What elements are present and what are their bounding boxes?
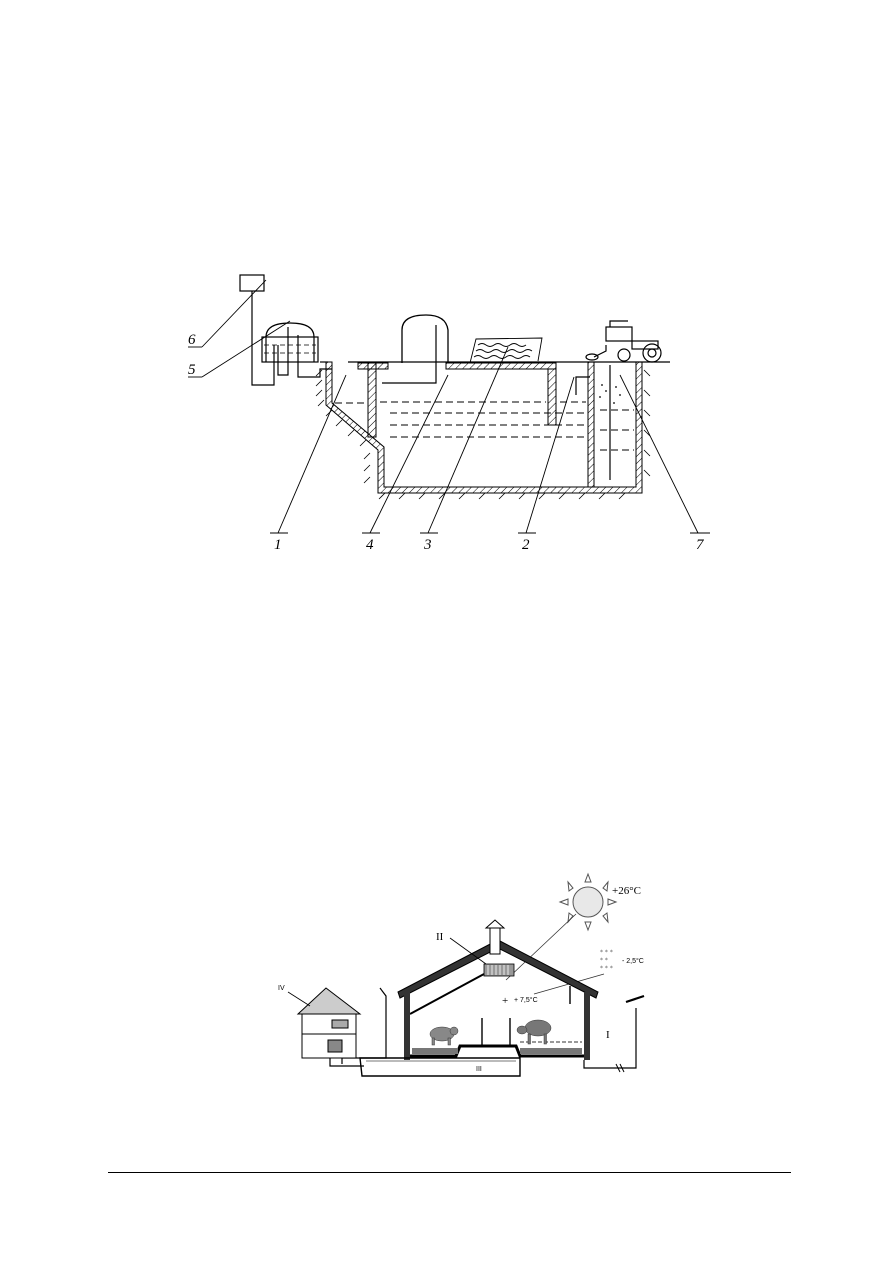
heat-exchanger <box>483 963 515 977</box>
outlet-partition-wall <box>547 368 557 426</box>
gas-consumer-box <box>239 274 265 292</box>
gas-dome <box>401 314 449 363</box>
gas-holder <box>261 322 319 376</box>
inlet-roof-slab <box>357 362 389 370</box>
discharge-stream <box>599 384 621 404</box>
label-IV-leader <box>287 991 311 1007</box>
label-II-leader <box>449 937 487 965</box>
gas-holder-water <box>264 344 316 354</box>
discharge-pipe <box>575 376 590 395</box>
label-IV: IV <box>278 985 285 992</box>
barn-right-wall <box>584 992 590 1060</box>
barn-floor <box>410 1044 584 1058</box>
digester-pit-wall <box>325 361 643 494</box>
air-duct <box>409 973 485 1015</box>
chimney-icon <box>484 919 506 955</box>
callout-1: 1 <box>274 537 282 553</box>
sun-icon <box>558 872 618 932</box>
callout-3: 3 <box>423 537 432 553</box>
fence-posts <box>481 1018 511 1046</box>
slurry-level <box>335 401 634 451</box>
pig-icon <box>429 1026 459 1046</box>
callout-7: 7 <box>696 537 705 553</box>
inlet-break-mark-1 <box>615 1063 621 1073</box>
svg-text:* * *: * * * <box>600 949 613 956</box>
soil-hatching <box>315 369 651 500</box>
biogas-plant-diagram: 6 5 1 4 3 2 7 <box>188 274 710 553</box>
snow-icon: * * * * * * * * <box>600 949 613 972</box>
separator-wall <box>587 361 595 488</box>
right-pen-bedding <box>520 1048 582 1054</box>
label-II: II <box>436 931 444 943</box>
label-I: I <box>606 1029 610 1041</box>
gas-return-pipe <box>297 365 332 378</box>
gas-pipe-to-house <box>341 987 387 1064</box>
gas-pipe <box>382 325 437 384</box>
house-icon <box>296 987 362 1059</box>
manure-heap <box>469 337 543 364</box>
loading-chute <box>625 994 645 1004</box>
callout-4: 4 <box>366 537 374 553</box>
farm-building-diagram: +26°C * * * * * * * * - 2,5°C II + + 7,5… <box>278 872 645 1077</box>
inside-temperature: + 7,5°C <box>514 996 538 1004</box>
outside-temperature: - 2,5°C <box>622 957 644 965</box>
gas-supply-pipe <box>251 291 275 386</box>
callout-leaders <box>188 279 710 534</box>
callout-6: 6 <box>188 332 196 348</box>
inlet-break-mark-2 <box>619 1063 625 1073</box>
left-pen-bedding <box>412 1048 458 1054</box>
cow-icon <box>516 1019 552 1045</box>
solar-ray <box>505 913 577 981</box>
inlet-partition-wall <box>367 361 377 438</box>
biogas-pit <box>359 1057 521 1077</box>
label-III: III <box>476 1066 482 1073</box>
svg-text:* * *: * * * <box>600 965 613 972</box>
inside-plus-mark: + <box>502 995 508 1007</box>
svg-text:* *: * * <box>600 957 608 964</box>
callout-2: 2 <box>522 537 530 553</box>
tractor-icon <box>585 320 662 363</box>
heat-exchanger-fins <box>487 965 509 975</box>
footer-rule <box>108 1172 791 1173</box>
callout-5: 5 <box>188 362 196 378</box>
sun-temperature: +26°C <box>612 885 641 897</box>
manure-inlet-pipe <box>583 1008 637 1069</box>
barn-left-wall <box>404 992 410 1060</box>
